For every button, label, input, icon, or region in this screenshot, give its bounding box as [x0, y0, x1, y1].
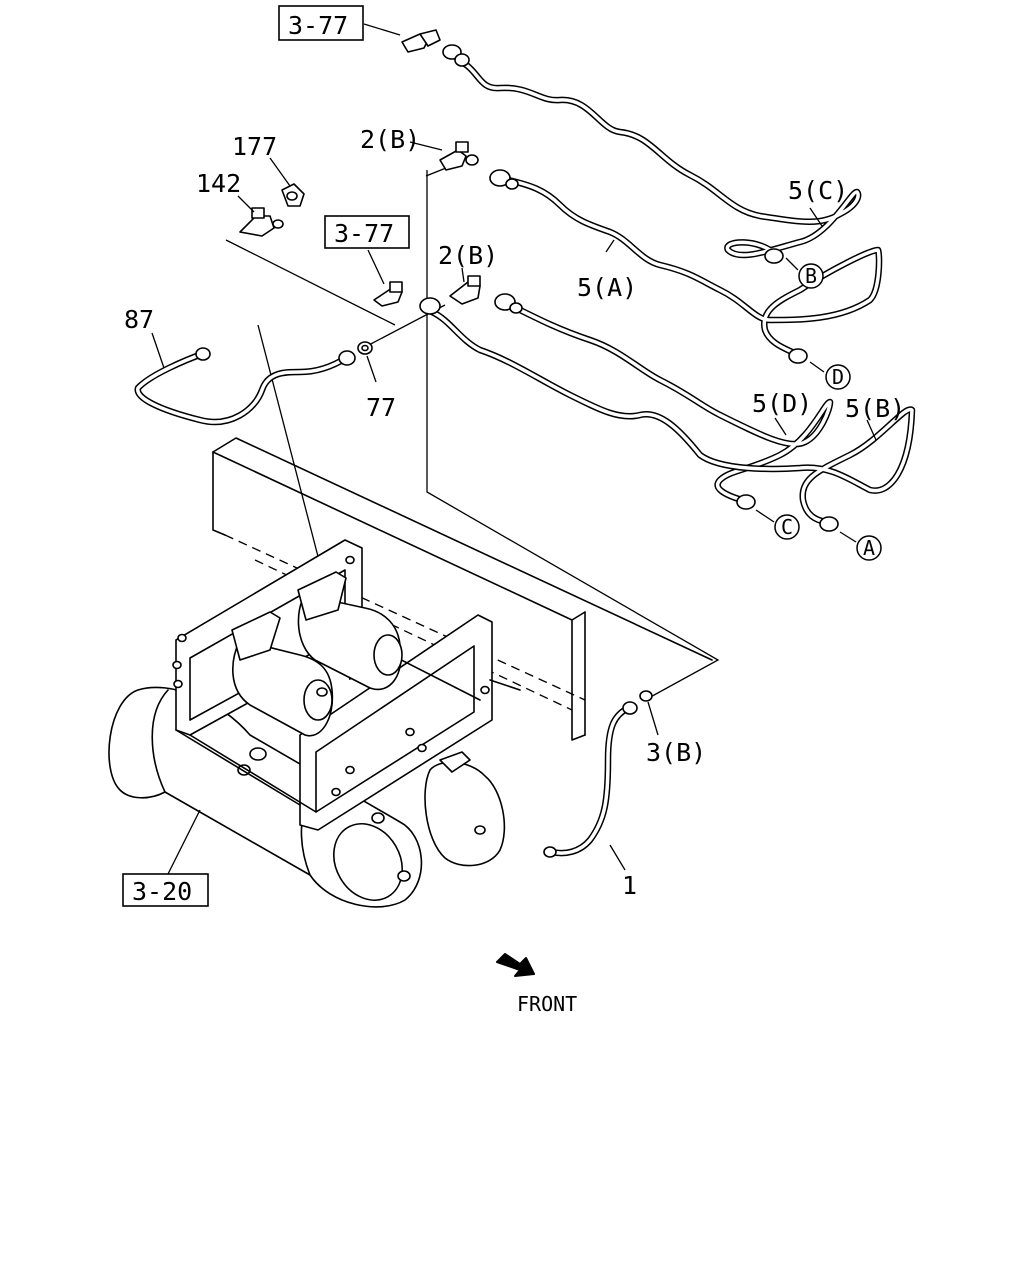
pipe-1 [548, 704, 632, 857]
part-label-77: 77 [366, 393, 396, 422]
connector-label-d: D [832, 365, 844, 389]
connector-d [825, 364, 851, 390]
pipe-top-3-77 [454, 56, 862, 259]
connector-c [774, 514, 800, 540]
fitting-3-77-top [401, 29, 470, 67]
connector-b [798, 263, 824, 289]
connector-label-b: B [805, 264, 817, 288]
fitting-142 [239, 207, 284, 237]
fitting-77 [357, 341, 373, 355]
ref-box-top [278, 5, 364, 41]
fitting-87-ends [195, 347, 356, 366]
part-label-5c: 5(C) [788, 176, 848, 205]
pipe-87 [134, 349, 350, 426]
fitting-2b-top [439, 141, 519, 190]
callout-leaders [151, 23, 877, 875]
pipe-5a [504, 176, 883, 359]
fitting-3b [543, 690, 653, 858]
fitting-177 [281, 183, 305, 207]
pipe-5d [506, 301, 834, 504]
part-label-177: 177 [232, 132, 277, 161]
part-label-5b: 5(B) [845, 394, 905, 423]
front-arrow-icon [496, 953, 535, 977]
connector-label-a: A [863, 536, 875, 560]
frame-beam [212, 437, 713, 741]
part-label-2b-top: 2(B) [360, 125, 420, 154]
ref-box-tank [122, 873, 209, 907]
part-label-3b: 3(B) [646, 738, 706, 767]
ref-label-mid[interactable]: 3-77 [334, 219, 394, 248]
pipe-ends [736, 248, 839, 532]
part-label-142: 142 [196, 169, 241, 198]
ref-box-mid [324, 215, 410, 249]
part-label-87: 87 [124, 305, 154, 334]
connector-label-c: C [781, 515, 793, 539]
fitting-3-77-mid [373, 281, 403, 307]
part-label-1: 1 [622, 871, 637, 900]
fitting-2b-mid [419, 275, 523, 315]
part-label-5a: 5(A) [577, 273, 637, 302]
front-label: FRONT [517, 992, 577, 1016]
part-label-2b-mid: 2(B) [438, 241, 498, 270]
part-label-5d: 5(D) [752, 389, 812, 418]
pipe-5b [428, 308, 916, 526]
ref-label-tank[interactable]: 3-20 [132, 877, 192, 906]
connector-a [856, 535, 882, 561]
ref-label-top[interactable]: 3-77 [288, 11, 348, 40]
air-tank-assembly [108, 539, 521, 908]
